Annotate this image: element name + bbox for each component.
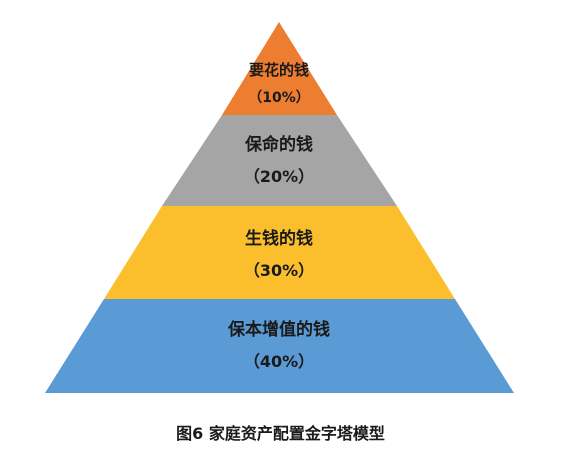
tier-spending-money — [222, 22, 337, 115]
tier-growth-percent: （30%） — [244, 261, 314, 280]
tier-growth-label: 生钱的钱 — [245, 228, 313, 249]
tier-preservation-percent: （40%） — [244, 352, 314, 371]
tier-preservation-money — [45, 299, 514, 393]
asset-allocation-pyramid: 要花的钱 （10%） 保命的钱 （20%） 生钱的钱 （30%） 保本增值的钱 … — [45, 22, 514, 393]
tier-spending-percent: （10%） — [248, 90, 310, 106]
tier-growth-money — [104, 206, 455, 299]
tier-preservation-label: 保本增值的钱 — [227, 319, 330, 340]
tier-protection-money — [162, 115, 397, 206]
tier-protection-label: 保命的钱 — [244, 134, 313, 155]
tier-protection-percent: （20%） — [244, 167, 314, 186]
figure-caption: 图6 家庭资产配置金字塔模型 — [176, 424, 385, 443]
tier-spending-label: 要花的钱 — [249, 61, 309, 79]
